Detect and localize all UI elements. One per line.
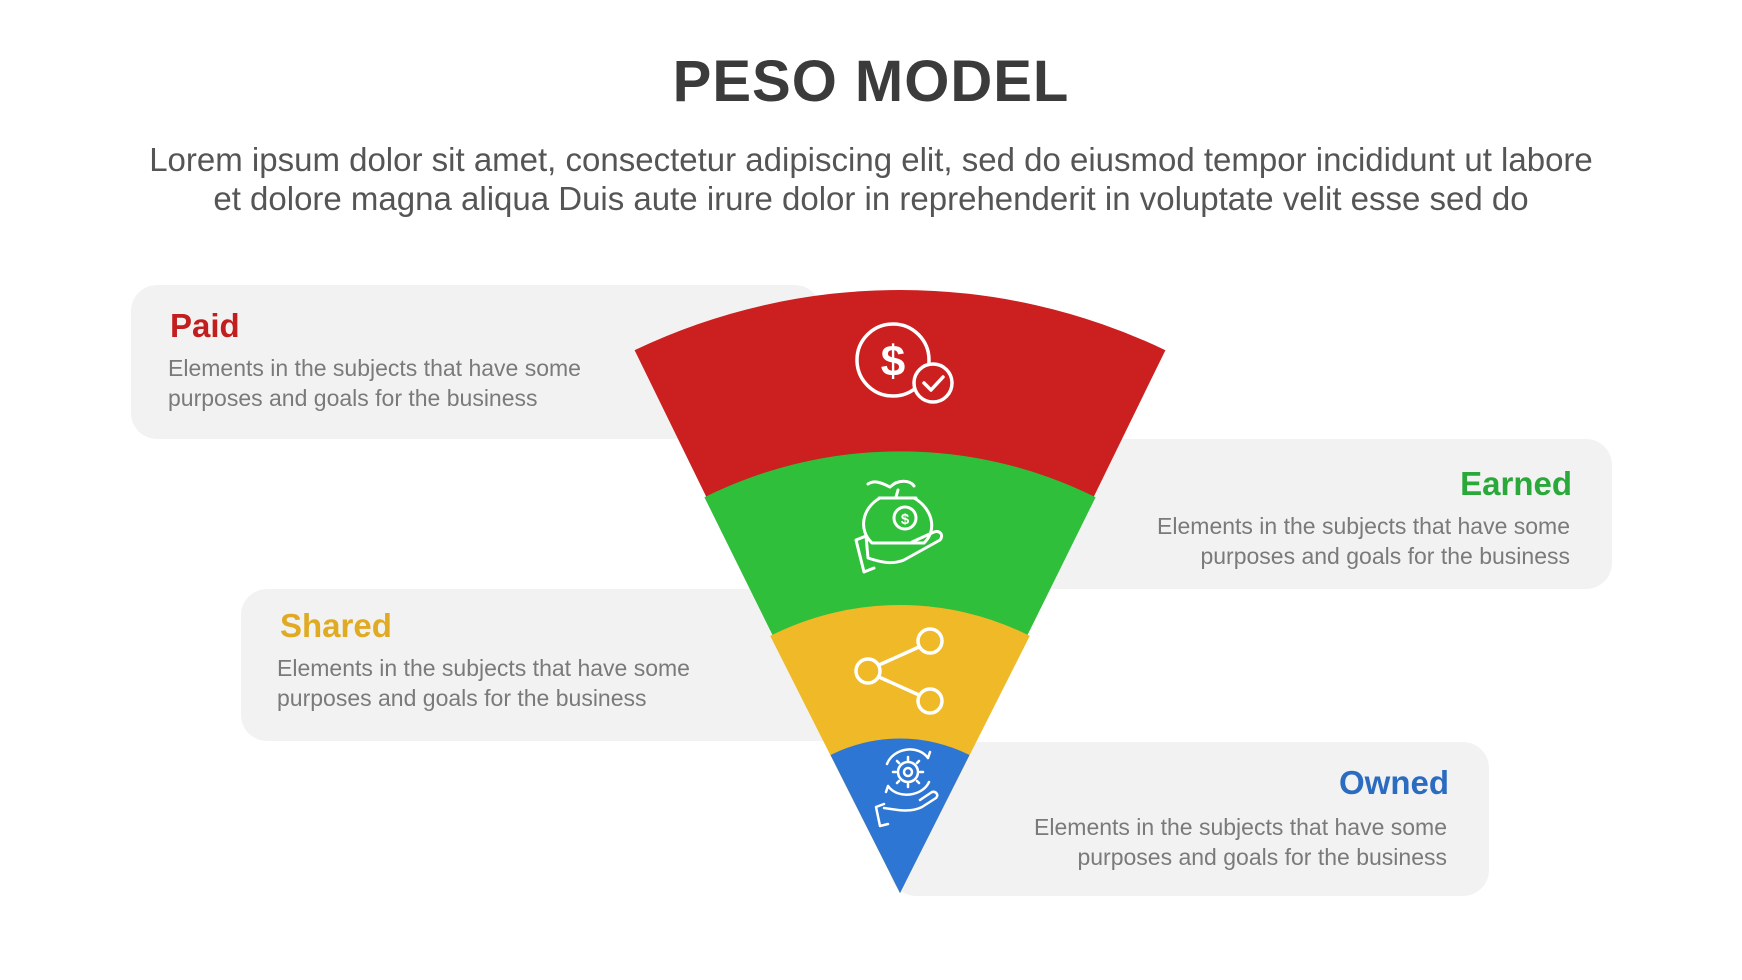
card-paid-desc-line-1: Elements in the subjects that have some <box>168 355 581 381</box>
card-shared-desc-line-2: purposes and goals for the business <box>277 685 647 711</box>
card-shared-desc-line-1: Elements in the subjects that have some <box>277 655 690 681</box>
subtitle-line-2: et dolore magna aliqua Duis aute irure d… <box>213 180 1529 217</box>
page-subtitle: Lorem ipsum dolor sit amet, consectetur … <box>60 140 1682 218</box>
card-paid-label: Paid <box>170 307 240 344</box>
svg-text:$: $ <box>901 511 910 528</box>
card-earned-description: Elements in the subjects that have some … <box>1157 511 1570 571</box>
card-paid-description: Elements in the subjects that have some … <box>168 353 581 413</box>
card-shared-description: Elements in the subjects that have some … <box>277 653 690 713</box>
gear-hand-cycle-icon <box>874 748 939 828</box>
card-owned-label: Owned <box>1338 764 1449 801</box>
share-icon <box>854 627 944 715</box>
svg-text:$: $ <box>881 337 905 386</box>
card-paid-desc-line-2: purposes and goals for the business <box>168 385 538 411</box>
card-earned-desc-line-2: purposes and goals for the business <box>1200 543 1570 569</box>
segment-owned <box>830 738 970 893</box>
card-earned-label: Earned <box>1460 465 1572 502</box>
page-title: PESO MODEL <box>672 49 1070 114</box>
card-owned-description: Elements in the subjects that have some … <box>1034 812 1447 872</box>
card-shared-label: Shared <box>280 607 392 644</box>
dollar-coin-check-icon: $ <box>855 322 954 404</box>
subtitle-line-1: Lorem ipsum dolor sit amet, consectetur … <box>149 141 1593 178</box>
card-earned-desc-line-1: Elements in the subjects that have some <box>1157 513 1570 539</box>
card-earned: Earned Elements in the subjects that hav… <box>1010 439 1612 589</box>
card-owned: Owned Elements in the subjects that have… <box>890 742 1489 896</box>
card-owned-desc-line-2: purposes and goals for the business <box>1077 844 1447 870</box>
money-bag-hand-icon: $ <box>854 479 944 574</box>
card-shared: Shared Elements in the subjects that hav… <box>241 589 861 741</box>
funnel-segments <box>634 289 1166 893</box>
card-owned-desc-line-1: Elements in the subjects that have some <box>1034 814 1447 840</box>
